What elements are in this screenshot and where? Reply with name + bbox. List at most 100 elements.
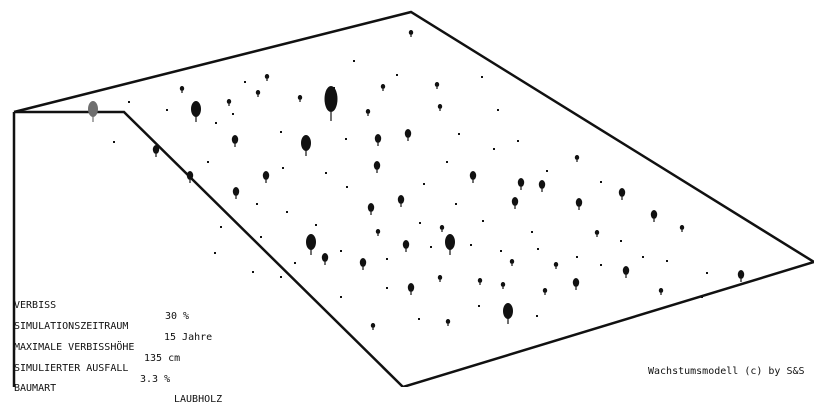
tree-icon [405, 129, 411, 141]
seedling-dot [706, 272, 708, 274]
seedling-dot [294, 262, 296, 264]
tree-layer [88, 30, 744, 330]
param-value: 30 % [165, 311, 189, 322]
seedling-dot [536, 315, 538, 317]
tree-icon [554, 262, 558, 269]
tree-icon [446, 319, 450, 326]
tree-icon [651, 210, 657, 222]
tree-icon [409, 30, 413, 37]
tree-icon [659, 288, 663, 295]
seedling-dot [666, 260, 668, 262]
param-label: SIMULATIONSZEITRAUM [14, 321, 128, 332]
tree-icon [263, 171, 269, 183]
tree-icon [595, 230, 599, 237]
tree-icon [301, 135, 311, 156]
tree-icon [371, 323, 375, 330]
seedling-dot [340, 296, 342, 298]
param-value: LAUBHOLZ [174, 394, 222, 405]
tree-icon [322, 253, 328, 265]
seedling-dot [478, 305, 480, 307]
seedling-dot [315, 224, 317, 226]
seedling-dot [113, 141, 115, 143]
tree-icon [470, 171, 476, 183]
seedling-dot [215, 122, 217, 124]
tree-icon [445, 234, 455, 255]
param-label: SIMULIERTER AUSFALL [14, 363, 128, 374]
tree-icon [438, 104, 442, 111]
tree-icon [368, 203, 374, 215]
seedling-dot [517, 140, 519, 142]
tree-icon [180, 86, 184, 93]
tree-icon [265, 74, 269, 81]
seedling-dot [576, 256, 578, 258]
tree-icon [478, 278, 482, 285]
seedling-dot [260, 236, 262, 238]
seedling-dot [493, 148, 495, 150]
tree-icon [573, 278, 579, 290]
tree-icon [191, 101, 201, 122]
seedling-dot [546, 170, 548, 172]
tree-icon [306, 234, 316, 255]
tree-icon [440, 225, 444, 232]
seedling-dot [232, 113, 234, 115]
seedling-dot [537, 248, 539, 250]
tree-icon [366, 109, 370, 116]
seedling-dot [701, 296, 703, 298]
seedling-dot [419, 222, 421, 224]
seedling-dot [482, 220, 484, 222]
seedling-dot [128, 101, 130, 103]
tree-icon [435, 82, 439, 89]
seedling-dot [207, 161, 209, 163]
tree-icon [153, 145, 159, 157]
param-value: 135 cm [144, 353, 180, 364]
seedling-dot [600, 264, 602, 266]
seedling-dot [256, 203, 258, 205]
seedling-dot [340, 250, 342, 252]
tree-icon [233, 187, 239, 199]
credit-text: Wachstumsmodell (c) by S&S [648, 366, 805, 377]
tree-icon [398, 195, 404, 207]
tree-icon [408, 283, 414, 295]
tree-icon [256, 90, 260, 97]
tree-icon [623, 266, 629, 278]
seedling-dot [325, 172, 327, 174]
tree-icon [187, 171, 193, 183]
seedling-dot [386, 287, 388, 289]
seedling-dot [423, 183, 425, 185]
plane-top-edge [14, 12, 814, 262]
seedling-dot [333, 87, 335, 89]
seedling-dot [642, 256, 644, 258]
tree-icon [232, 135, 238, 147]
seedling-dot [244, 81, 246, 83]
seedling-dot [214, 252, 216, 254]
tree-icon [512, 197, 518, 209]
seedling-dot [282, 167, 284, 169]
seedling-dot [353, 60, 355, 62]
tree-icon [680, 225, 684, 232]
seedling-dot [346, 186, 348, 188]
tree-icon [227, 99, 231, 106]
seedling-dot [166, 109, 168, 111]
param-row-baumart: BAUMART LAUBHOLZ [0, 372, 24, 416]
tree-icon [518, 178, 524, 190]
seedling-dot [396, 74, 398, 76]
tree-icon [619, 188, 625, 200]
tree-icon [325, 86, 338, 121]
tree-icon [88, 101, 98, 122]
param-label: BAUMART [14, 383, 56, 394]
tree-icon [360, 258, 366, 270]
seedling-dot [600, 181, 602, 183]
tree-icon [438, 275, 442, 282]
seedling-dot [481, 76, 483, 78]
param-value: 15 Jahre [164, 332, 212, 343]
seedling-dot [455, 203, 457, 205]
seedling-dot [252, 271, 254, 273]
seedling-dot [446, 161, 448, 163]
tree-icon [539, 180, 545, 192]
seedling-dot [531, 231, 533, 233]
seedling-dot [386, 258, 388, 260]
seedling-dot [286, 211, 288, 213]
tree-icon [298, 95, 302, 102]
tree-icon [543, 288, 547, 295]
tree-icon [510, 259, 514, 266]
